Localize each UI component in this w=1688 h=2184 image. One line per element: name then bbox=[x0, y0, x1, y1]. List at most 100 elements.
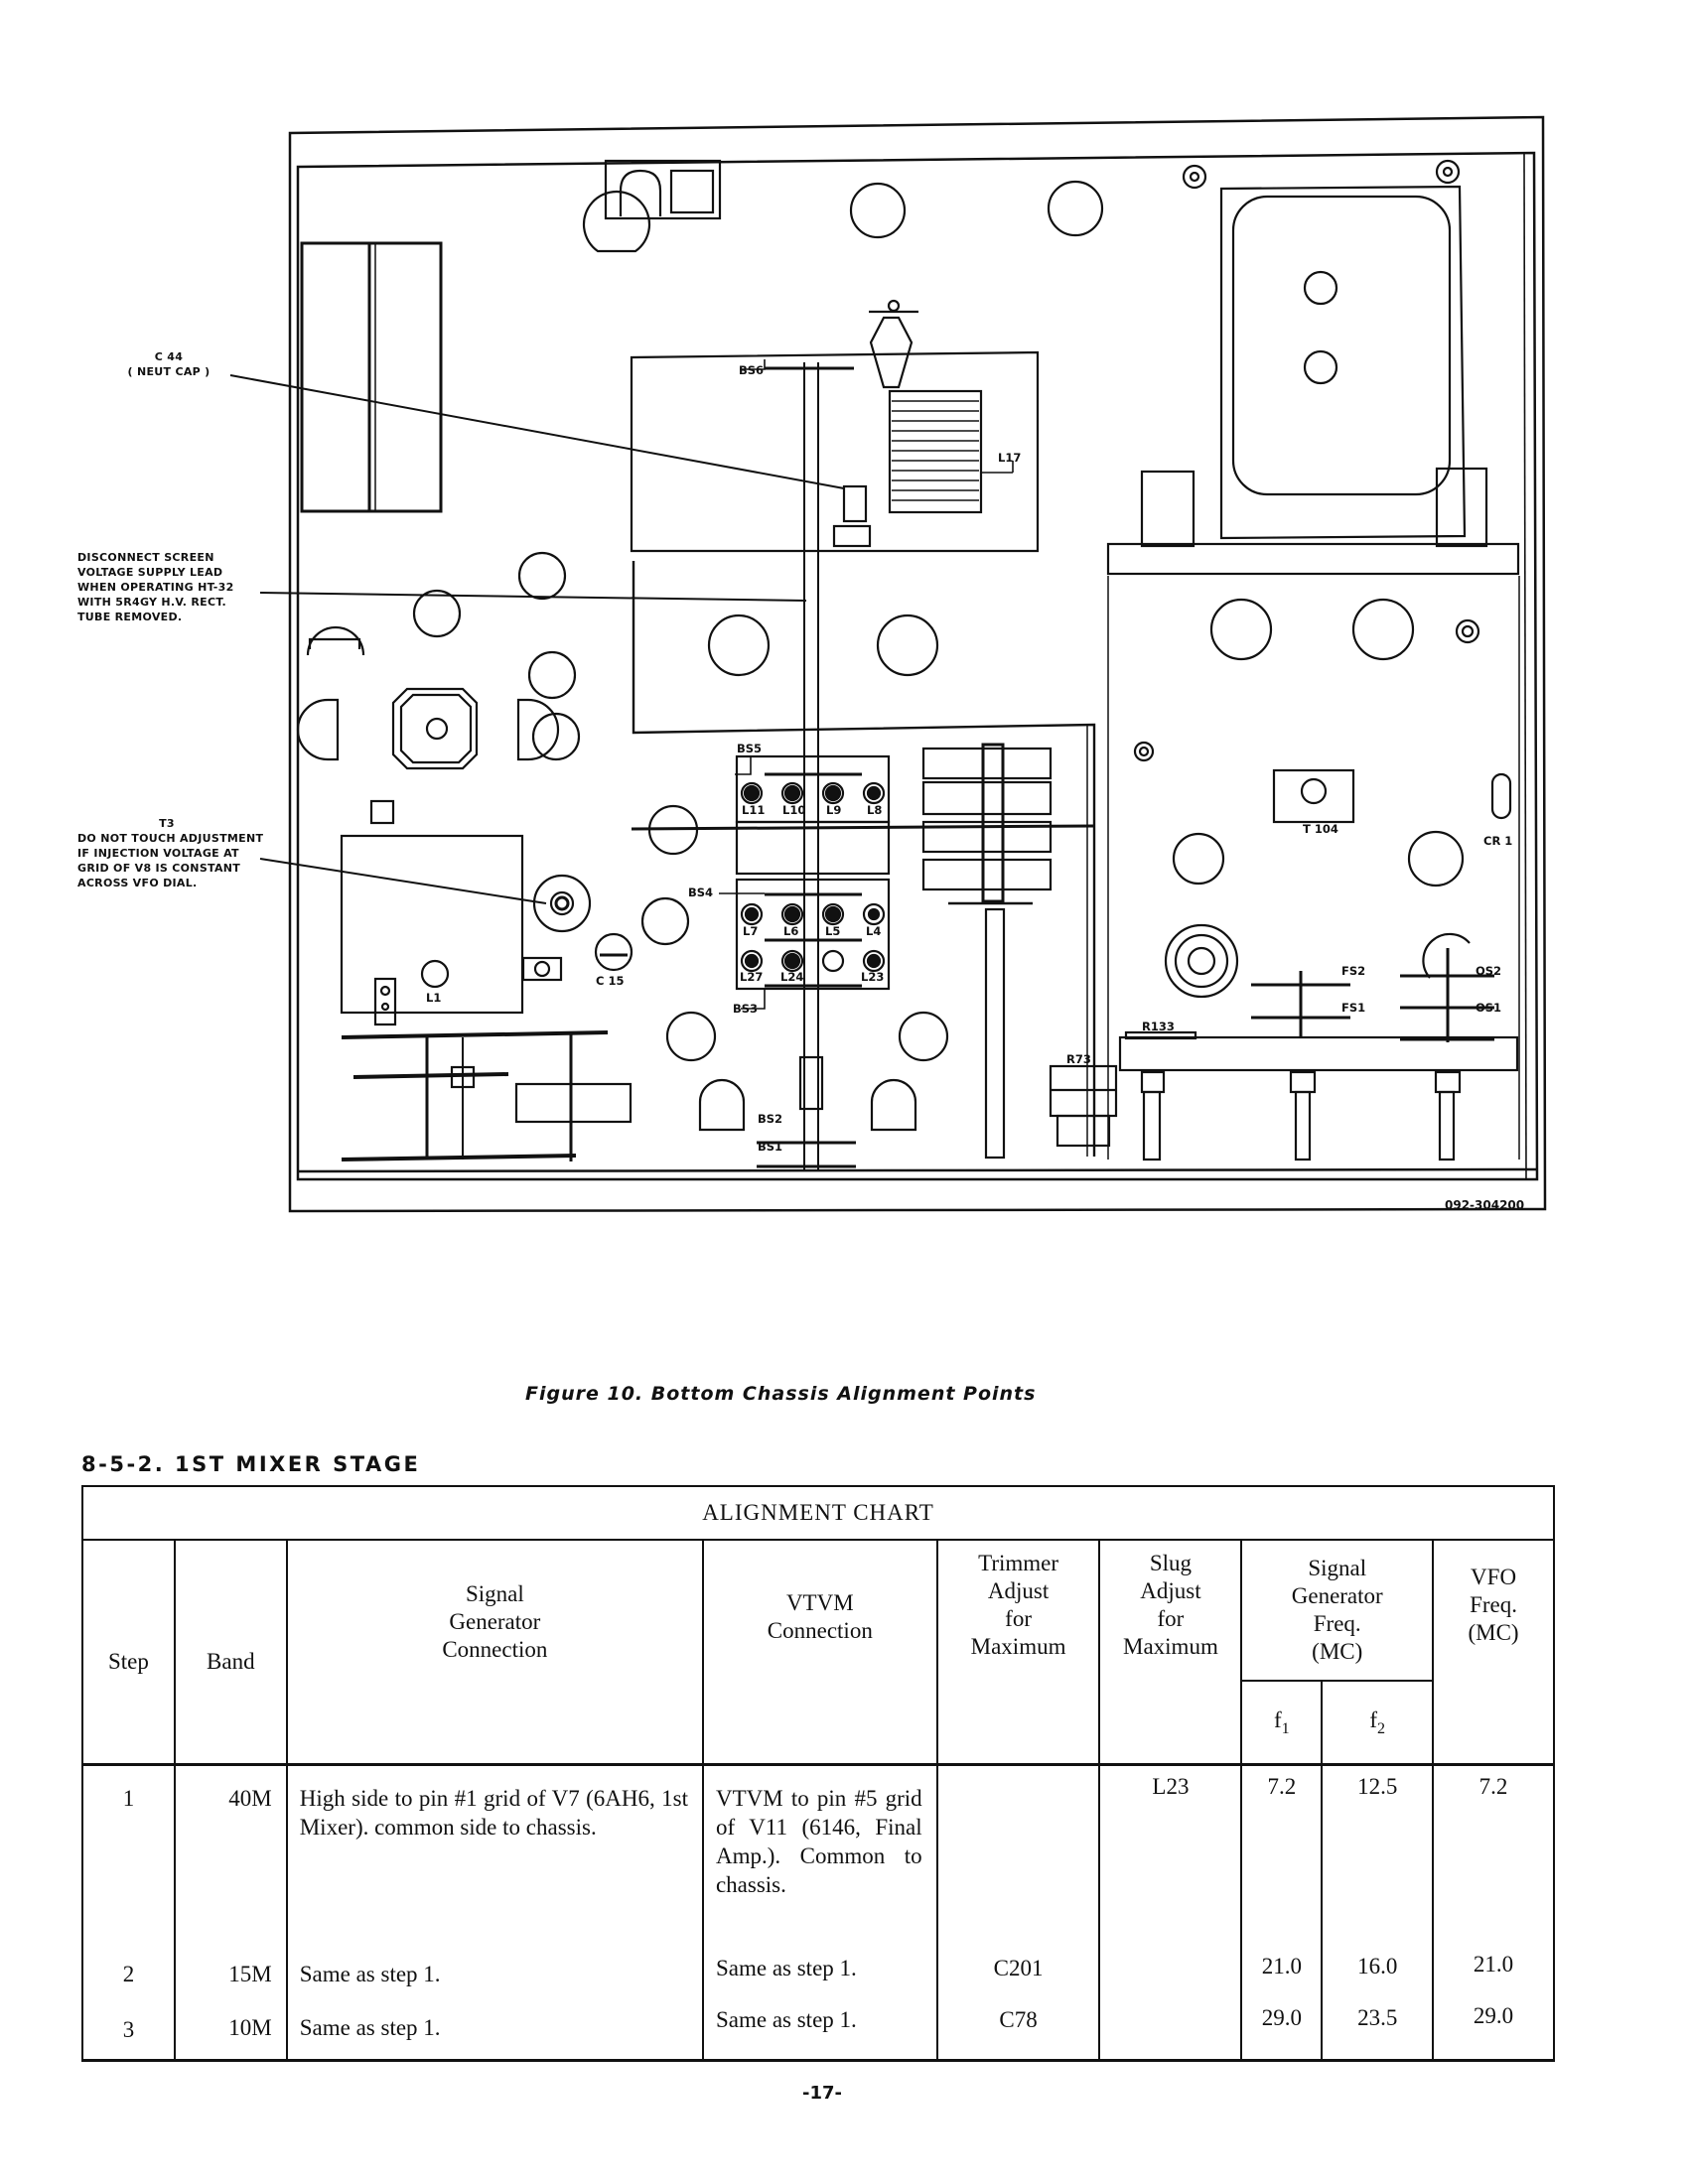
label-bs6: BS6 bbox=[739, 363, 765, 377]
header-line: Adjust bbox=[987, 1577, 1050, 1603]
page-number: -17- bbox=[802, 2083, 842, 2104]
cell-trimmer: C201 bbox=[935, 1950, 1101, 2001]
alignment-chart-table: ALIGNMENT CHART Step Band Signal Generat… bbox=[81, 1485, 1555, 2062]
header-line: Connection bbox=[442, 1637, 548, 1662]
cell-text: C201 bbox=[993, 1956, 1044, 1980]
cell-trimmer: C78 bbox=[935, 2001, 1101, 2062]
callout-line: T3 bbox=[159, 817, 175, 830]
chart-title: ALIGNMENT CHART bbox=[81, 1485, 1555, 1541]
header-line: Trimmer bbox=[978, 1550, 1059, 1575]
cell-text: 1 bbox=[122, 1786, 135, 1811]
header-line: VTVM bbox=[785, 1590, 854, 1615]
table-row: 2 15M Same as step 1. Same as step 1. C2… bbox=[81, 1950, 1555, 2001]
chassis-frame bbox=[288, 115, 1547, 1213]
callout-c44: C 44 ( NEUT CAP ) bbox=[99, 349, 238, 379]
header-vfo-freq: VFO Freq. (MC) bbox=[1432, 1539, 1555, 1766]
label-l9: L9 bbox=[826, 803, 842, 817]
label-l5: L5 bbox=[825, 924, 841, 938]
final-compartment bbox=[630, 299, 1096, 1157]
chassis-figure: C 44 ( NEUT CAP ) DISCONNECT SCREEN VOLT… bbox=[77, 115, 1547, 1213]
cell-vtvm-connection: Same as step 1. bbox=[701, 1950, 938, 2001]
cell-step: 1 bbox=[81, 1763, 176, 1950]
header-f2-text: f bbox=[1369, 1706, 1377, 1732]
header-line: for bbox=[1005, 1605, 1032, 1631]
cell-step: 3 bbox=[81, 2001, 176, 2062]
cell-text: 15M bbox=[228, 1962, 272, 1986]
header-line: Maximum bbox=[970, 1633, 1066, 1659]
header-line: Freq. bbox=[1470, 1591, 1518, 1617]
vfo-block bbox=[340, 799, 633, 1161]
label-l7: L7 bbox=[743, 924, 759, 938]
callout-screen-lead: DISCONNECT SCREEN VOLTAGE SUPPLY LEAD WH… bbox=[77, 550, 234, 624]
header-band: Band bbox=[173, 1539, 288, 1766]
label-l10: L10 bbox=[782, 803, 806, 817]
connector-top bbox=[604, 159, 722, 220]
cell-text: 10M bbox=[228, 2015, 272, 2040]
power-section bbox=[1049, 159, 1520, 1161]
cell-vfo: 21.0 bbox=[1432, 1950, 1555, 2001]
callout-c44-line: ( NEUT CAP ) bbox=[127, 365, 211, 378]
coil-forms bbox=[921, 743, 1053, 1160]
cell-band: 15M bbox=[173, 1950, 288, 2001]
header-slug: Slug Adjust for Maximum bbox=[1098, 1539, 1243, 1766]
cell-sig-gen-connection: Same as step 1. bbox=[285, 2001, 704, 2062]
label-l1: L1 bbox=[426, 991, 442, 1005]
cell-text: High side to pin #1 grid of V7 (6AH6, 1s… bbox=[299, 1786, 688, 1840]
label-bs5: BS5 bbox=[737, 742, 763, 755]
header-line: Maximum bbox=[1123, 1633, 1218, 1659]
cell-text: 40M bbox=[228, 1786, 272, 1811]
label-bs3: BS3 bbox=[733, 1002, 759, 1016]
header-line: Connection bbox=[767, 1618, 873, 1643]
header-line: Signal bbox=[465, 1581, 524, 1606]
header-step-text: Step bbox=[107, 1649, 149, 1674]
cell-f2: 16.0 bbox=[1321, 1950, 1435, 2001]
cell-text: Same as step 1. bbox=[299, 2015, 441, 2040]
coil-strips bbox=[631, 754, 1095, 991]
label-l4: L4 bbox=[866, 924, 882, 938]
header-vtvm-connection: VTVM Connection bbox=[701, 1539, 938, 1766]
header-band-text: Band bbox=[207, 1649, 255, 1674]
header-line: Adjust bbox=[1140, 1577, 1201, 1603]
cell-text: 29.0 bbox=[1261, 2005, 1302, 2030]
cell-f2: 23.5 bbox=[1321, 2001, 1435, 2062]
cell-text: VTVM to pin #5 grid of V11 (6146, Final … bbox=[715, 1786, 922, 1897]
left-shield bbox=[300, 241, 443, 513]
cell-text: 21.0 bbox=[1473, 1952, 1514, 1977]
figure-caption: Figure 10. Bottom Chassis Alignment Poin… bbox=[525, 1383, 1037, 1405]
callout-line: DO NOT TOUCH ADJUSTMENT bbox=[77, 832, 264, 845]
leader-lines bbox=[229, 359, 845, 1010]
cell-f1: 29.0 bbox=[1240, 2001, 1324, 2062]
cell-f1: 21.0 bbox=[1240, 1950, 1324, 2001]
label-fs1: FS1 bbox=[1341, 1001, 1366, 1015]
callout-line: WHEN OPERATING HT-32 bbox=[77, 581, 234, 594]
cell-text: Same as step 1. bbox=[715, 2007, 857, 2032]
cell-text bbox=[938, 1766, 1099, 1784]
label-os2: OS2 bbox=[1476, 964, 1502, 978]
label-r133: R133 bbox=[1142, 1020, 1175, 1033]
cell-sig-gen-connection: Same as step 1. bbox=[285, 1950, 704, 2001]
label-l24: L24 bbox=[780, 970, 804, 984]
label-bs4: BS4 bbox=[688, 886, 714, 899]
header-line: Generator bbox=[449, 1609, 541, 1634]
cell-text: 2 bbox=[122, 1962, 135, 1986]
table-row: 3 10M Same as step 1. Same as step 1. C7… bbox=[81, 2001, 1555, 2062]
cell-vfo: 7.2 bbox=[1432, 1763, 1555, 1950]
label-os1: OS1 bbox=[1476, 1001, 1502, 1015]
callout-line: IF INJECTION VOLTAGE AT bbox=[77, 847, 239, 860]
label-l17: L17 bbox=[998, 451, 1022, 465]
label-fs2: FS2 bbox=[1341, 964, 1366, 978]
drawing-number: 092-304200 bbox=[1445, 1198, 1525, 1212]
callout-line: ACROSS VFO DIAL. bbox=[77, 877, 198, 889]
cell-text: 12.5 bbox=[1357, 1774, 1398, 1799]
callout-line: WITH 5R4GY H.V. RECT. bbox=[77, 596, 226, 609]
cell-band: 10M bbox=[173, 2001, 288, 2062]
header-line: (MC) bbox=[1312, 1639, 1363, 1664]
cell-text bbox=[1100, 1950, 1240, 1956]
header-f1: f1 bbox=[1240, 1680, 1324, 1766]
cell-vfo: 29.0 bbox=[1432, 2001, 1555, 2062]
cell-slug bbox=[1098, 2001, 1243, 2062]
label-l6: L6 bbox=[783, 924, 799, 938]
label-t104: T 104 bbox=[1303, 822, 1338, 836]
header-sig-gen-freq: Signal Generator Freq. (MC) bbox=[1240, 1539, 1435, 1682]
cell-slug bbox=[1098, 1950, 1243, 2001]
